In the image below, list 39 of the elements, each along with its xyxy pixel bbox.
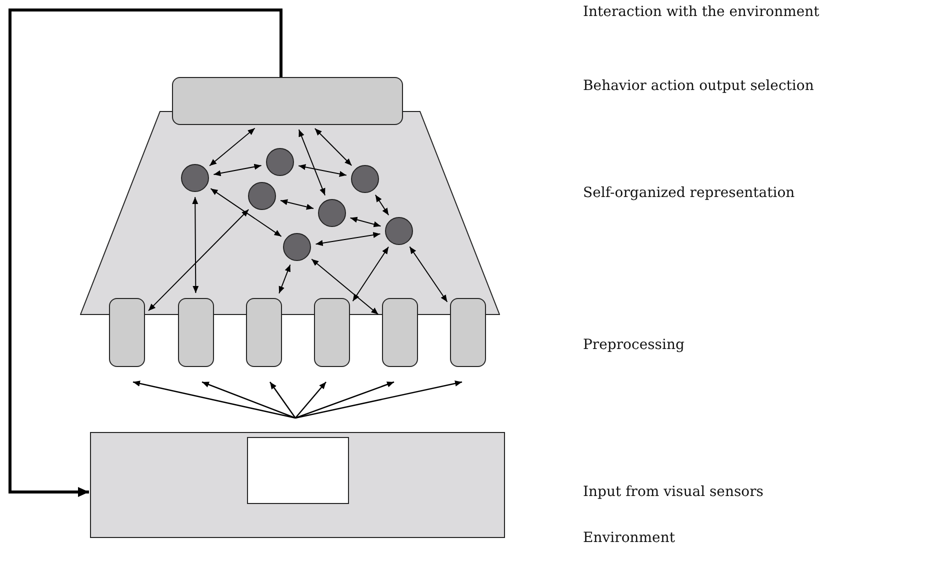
preprocessing-box [314, 298, 350, 367]
arrow [295, 380, 462, 419]
side-label: Self-organized representation [583, 185, 795, 201]
arrow [295, 381, 394, 419]
arrow [269, 382, 296, 418]
sensor-window [247, 437, 349, 504]
arrow [210, 188, 282, 237]
feedback-arrow [8, 8, 282, 497]
arrow [409, 246, 448, 302]
arrow [202, 381, 296, 419]
arrow [374, 194, 390, 216]
arrow [209, 128, 256, 166]
side-label: Behavior action output selection [583, 78, 814, 94]
preprocessing-box [246, 298, 282, 367]
side-label: Preprocessing [583, 337, 684, 353]
arrow [298, 129, 326, 196]
preprocessing-box [109, 298, 145, 367]
arrow [294, 382, 326, 418]
side-label: Environment [583, 530, 675, 546]
preprocessing-box [178, 298, 214, 367]
side-label: Interaction with the environment [583, 4, 820, 20]
arrow [350, 216, 382, 228]
output-box [172, 77, 403, 125]
trapezoid-panel [80, 111, 500, 315]
arrow [213, 164, 262, 176]
arrow [278, 264, 291, 294]
side-label: Input from visual sensors [583, 484, 764, 500]
arrow [192, 196, 199, 294]
arrow [298, 164, 347, 177]
arrow [314, 128, 352, 166]
environment-box [90, 432, 505, 538]
arrow [311, 258, 379, 315]
arrow [148, 209, 250, 312]
arrow [315, 232, 381, 246]
arrow [132, 380, 296, 419]
preprocessing-box [450, 298, 486, 367]
arrow [280, 199, 314, 210]
preprocessing-box [382, 298, 418, 367]
arrow [352, 246, 389, 302]
